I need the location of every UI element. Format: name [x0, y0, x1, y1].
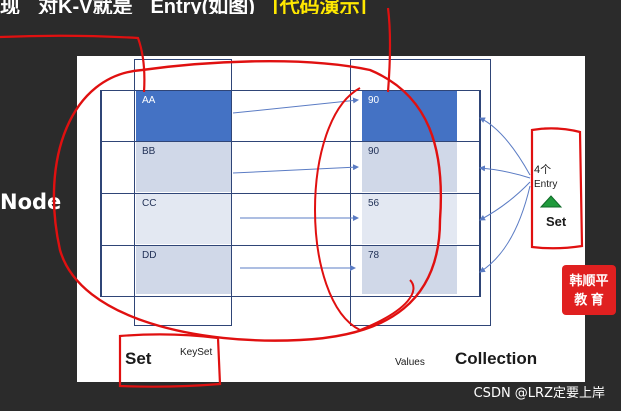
- row-line-2: [100, 141, 480, 142]
- entry-arrow-4: [479, 185, 531, 273]
- row-line-4: [100, 245, 480, 246]
- node-label: Node: [0, 190, 62, 214]
- entry-arrow-3: [479, 181, 531, 221]
- values-caption: Values: [395, 357, 425, 368]
- value-label: 90: [368, 95, 380, 106]
- row-line-5: [100, 296, 480, 297]
- grid-right-edge: [479, 90, 481, 297]
- watermark: CSDN @LRZ定要上岸: [473, 386, 605, 401]
- entry-label: Entry: [534, 179, 558, 190]
- red-ellipse: [52, 59, 443, 342]
- collection-caption: Collection: [455, 349, 538, 368]
- keyset-caption: KeySet: [180, 347, 213, 358]
- set-triangle-icon: [539, 195, 563, 208]
- banner-text-d: [代码演示]: [272, 0, 367, 14]
- set-icon-label: Set: [546, 214, 567, 229]
- red-value-loop: [314, 87, 415, 332]
- value-cell-4: 78: [362, 246, 457, 294]
- arrow-bb: [232, 164, 359, 174]
- set-caption: Set: [125, 349, 152, 368]
- values-column: [350, 59, 491, 326]
- red-link-stroke: [0, 7, 392, 93]
- grid-left-edge: [100, 90, 102, 297]
- value-label: 78: [368, 250, 380, 261]
- brand-line-1: 韩顺平: [569, 273, 609, 288]
- key-cell-dd: DD: [136, 246, 231, 294]
- entry-count: 4个: [534, 164, 552, 176]
- top-banner: 现 对K-V就是 Entry(如图) [代码演示]: [0, 0, 621, 14]
- value-label: 56: [368, 198, 380, 209]
- entry-arrow-2: [479, 165, 531, 179]
- red-set-box: [118, 333, 222, 388]
- key-cell-cc: CC: [136, 194, 231, 244]
- banner-text-b: 对K-V就是: [38, 0, 133, 14]
- value-label: 90: [368, 146, 380, 157]
- arrow-aa: [232, 97, 359, 114]
- key-label: DD: [142, 250, 157, 261]
- key-label: AA: [142, 95, 156, 106]
- value-cell-1: 90: [362, 91, 457, 141]
- key-cell-bb: BB: [136, 142, 231, 192]
- row-line-1: [100, 90, 480, 91]
- row-line-3: [100, 193, 480, 194]
- key-label: BB: [142, 146, 156, 157]
- keyset-column: [134, 59, 232, 326]
- banner-text-c: Entry(如图): [150, 0, 255, 14]
- entry-arrow-1: [479, 117, 531, 176]
- red-entry-box: [530, 127, 584, 250]
- key-label: CC: [142, 198, 157, 209]
- banner-text-a: 现: [0, 0, 20, 14]
- key-cell-aa: AA: [136, 91, 231, 141]
- brand-line-2: 教 育: [574, 292, 604, 307]
- brand-badge: 韩顺平 教 育: [562, 265, 616, 315]
